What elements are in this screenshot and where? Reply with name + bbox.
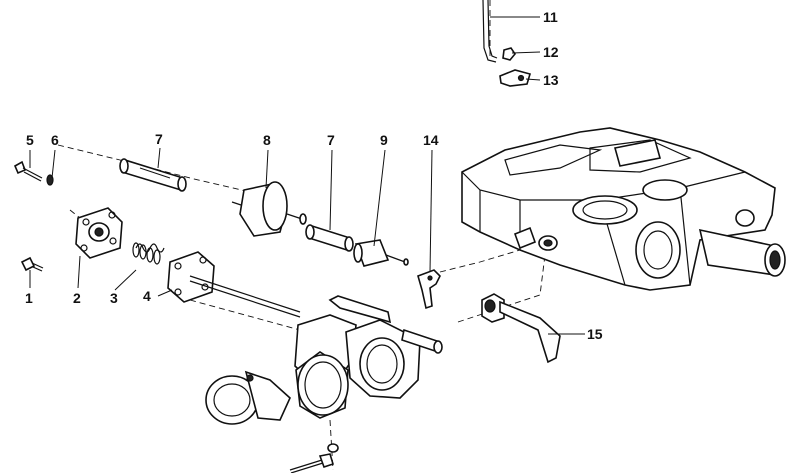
callout-labels: 5 6 7 8 7 9 14 11 12 13 1 2 3 4 15: [25, 9, 603, 342]
diaphragm-plate-with-shaft: [167, 251, 301, 318]
callout-13: 13: [543, 72, 559, 88]
callout-8: 8: [263, 132, 271, 148]
rod-and-lever-assembly: [482, 0, 532, 87]
callout-2: 2: [73, 290, 81, 306]
lower-housing-assembly: [205, 295, 443, 473]
callout-6: 6: [51, 132, 59, 148]
sleeve-right: [305, 224, 354, 252]
callout-3: 3: [110, 290, 118, 306]
callout-12: 12: [543, 44, 559, 60]
callout-14: 14: [423, 132, 439, 148]
screw-bottom-left: [20, 256, 44, 272]
leader-lines: [29, 16, 585, 335]
callout-5: 5: [26, 132, 34, 148]
screw-and-washer-top: [13, 160, 54, 186]
small-lever: [417, 269, 441, 310]
cover-plate: [75, 207, 123, 259]
callout-15: 15: [587, 326, 603, 342]
callout-4: 4: [143, 288, 151, 304]
diaphragm-cylinder: [231, 181, 307, 237]
throttle-lever: [481, 293, 561, 364]
carburetor-body: [461, 127, 786, 291]
callout-11: 11: [543, 9, 558, 25]
spring: [132, 242, 165, 265]
sleeve-left: [119, 158, 187, 192]
callout-1: 1: [25, 290, 33, 306]
callout-9: 9: [380, 132, 388, 148]
callout-7-right: 7: [327, 132, 335, 148]
plunger: [353, 239, 409, 267]
callout-7-left: 7: [155, 131, 163, 147]
